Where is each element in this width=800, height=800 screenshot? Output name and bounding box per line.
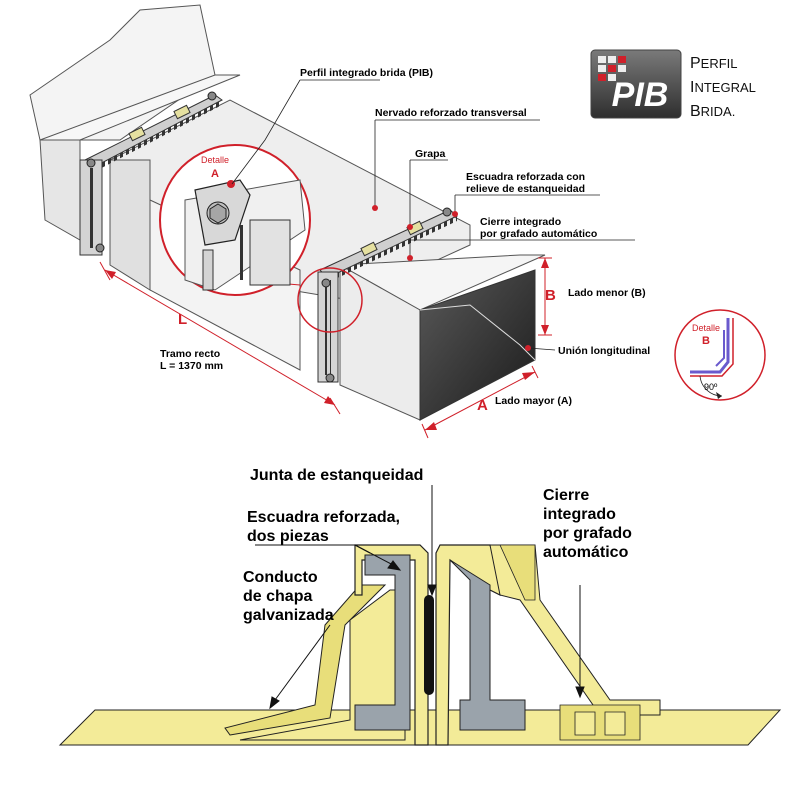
duct-middle-side	[109, 159, 151, 291]
label-lado-mayor: Lado mayor (A)	[495, 395, 572, 407]
bottom-leader-lines	[255, 485, 585, 710]
label-cierre-b-2: integrado	[543, 506, 616, 523]
duct-segment-1-side	[39, 139, 81, 241]
label-escuadra-1: Escuadra reforzada con	[466, 171, 585, 183]
label-perfil: Perfil integrado brida (PIB)	[300, 67, 433, 79]
detail-b-angle: 90º	[704, 382, 718, 392]
leader-dots	[372, 205, 531, 351]
label-cierre-b-1: Cierre	[543, 487, 589, 504]
label-union: Unión longitudinal	[558, 345, 650, 357]
logo-mark: PIB	[612, 76, 669, 114]
right-bracket	[449, 559, 526, 731]
seam-lock	[559, 704, 641, 741]
dimension-a: A	[421, 365, 539, 439]
label-conducto-2: de chapa	[243, 588, 312, 605]
label-tramo-1: Tramo recto	[160, 348, 220, 360]
label-cierre-1: Cierre integrado	[480, 216, 561, 228]
label-lado-menor: Lado menor (B)	[568, 287, 646, 299]
sealing-gasket	[424, 595, 434, 695]
detail-b-letter: B	[702, 335, 710, 347]
left-duct-sheet	[239, 589, 406, 741]
label-conducto-1: Conducto	[243, 569, 318, 586]
dimension-b-letter: B	[545, 287, 556, 304]
label-escuadra-b-2: dos piezas	[247, 528, 329, 545]
label-escuadra-b-1: Escuadra reforzada,	[247, 509, 400, 526]
left-bracket	[354, 554, 411, 731]
label-cierre-b-4: automático	[543, 544, 629, 561]
duct-segment-1-top	[39, 74, 241, 141]
dimension-a-letter: A	[477, 397, 488, 414]
leader-lines	[231, 79, 635, 351]
label-tramo-2: L = 1370 mm	[160, 360, 223, 372]
dimension-b: B	[538, 257, 556, 336]
label-cierre-b-3: por grafado	[543, 525, 632, 542]
label-junta: Junta de estanqueidad	[250, 467, 423, 484]
label-conducto-3: galvanizada	[243, 607, 334, 624]
detail-a: Detalle A	[159, 144, 311, 296]
label-cierre-2: por grafado automático	[480, 228, 597, 240]
pib-logo: PIB PERFIL INTEGRAL BRIDA.	[590, 49, 756, 120]
left-flange-profile	[354, 544, 429, 746]
logo-word-1: PERFIL	[690, 55, 738, 72]
label-grapa: Grapa	[415, 148, 446, 160]
label-nervado: Nervado reforzado transversal	[375, 107, 527, 119]
clips	[128, 104, 424, 257]
detail-a-letter: A	[211, 168, 219, 180]
highlight-circle	[297, 267, 363, 333]
logo-squares-icon	[598, 56, 626, 81]
logo-word-2: INTEGRAL	[690, 79, 756, 96]
cross-section	[58, 544, 782, 746]
detail-a-title: Detalle	[201, 155, 229, 165]
label-escuadra-2: relieve de estanqueidad	[466, 183, 585, 195]
detail-b: Detalle B 90º	[674, 309, 766, 401]
logo-word-3: BRIDA.	[690, 103, 735, 120]
dimension-l-letter: L	[178, 311, 187, 328]
detail-b-title: Detalle	[692, 323, 720, 333]
dimension-l: L	[99, 261, 341, 415]
